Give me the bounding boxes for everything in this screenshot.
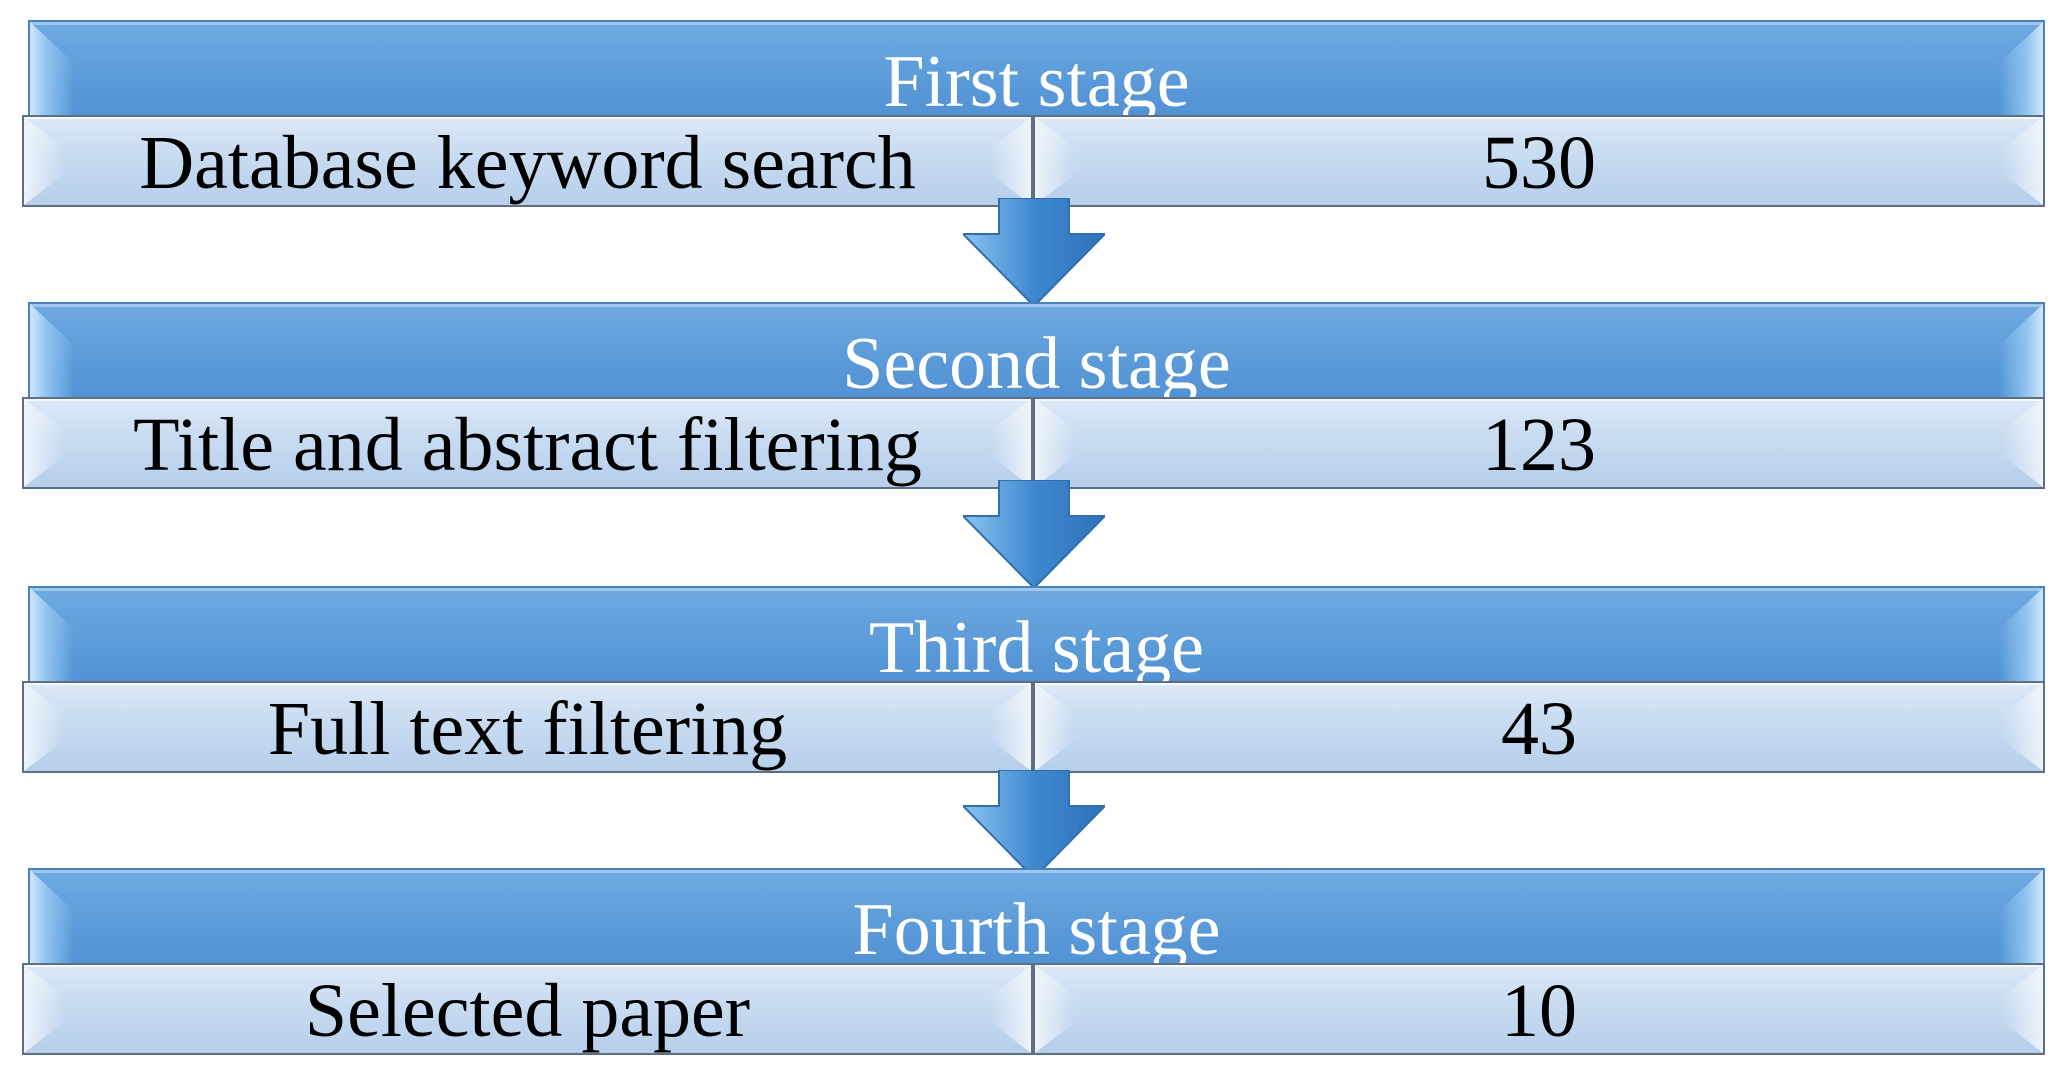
stage-3-header: Third stage <box>28 586 2045 698</box>
stage-2: Second stage Title and abstract filterin… <box>22 302 2045 510</box>
stage-3-row: Full text filtering 43 <box>22 681 2045 773</box>
stage-1-header: First stage <box>28 20 2045 132</box>
stage-1: First stage Database keyword search 530 <box>22 20 2045 228</box>
down-arrow-icon <box>963 480 1105 588</box>
stage-1-count-cell: 530 <box>1033 115 2045 207</box>
stage-4-count: 10 <box>1501 968 1577 1053</box>
stage-1-label: Database keyword search <box>139 120 916 205</box>
stage-4-row: Selected paper 10 <box>22 963 2045 1055</box>
stage-4: Fourth stage Selected paper 10 <box>22 868 2045 1076</box>
stage-1-label-cell: Database keyword search <box>22 115 1033 207</box>
stage-2-label-cell: Title and abstract filtering <box>22 397 1033 489</box>
stage-2-count-cell: 123 <box>1033 397 2045 489</box>
stage-1-title: First stage <box>883 41 1190 123</box>
stage-2-label: Title and abstract filtering <box>133 402 922 487</box>
stage-2-row: Title and abstract filtering 123 <box>22 397 2045 489</box>
stage-2-count: 123 <box>1482 402 1596 487</box>
stage-1-row: Database keyword search 530 <box>22 115 2045 207</box>
stage-2-title: Second stage <box>842 323 1231 405</box>
stage-3: Third stage Full text filtering 43 <box>22 586 2045 794</box>
stage-3-title: Third stage <box>869 607 1204 689</box>
stage-3-count-cell: 43 <box>1033 681 2045 773</box>
down-arrow-icon <box>963 770 1105 878</box>
stage-4-header: Fourth stage <box>28 868 2045 980</box>
stage-4-label: Selected paper <box>304 968 751 1053</box>
stage-4-label-cell: Selected paper <box>22 963 1033 1055</box>
stage-3-count: 43 <box>1501 686 1577 771</box>
stage-3-label-cell: Full text filtering <box>22 681 1033 773</box>
stage-4-title: Fourth stage <box>852 889 1221 971</box>
stage-1-count: 530 <box>1482 120 1596 205</box>
stage-3-label: Full text filtering <box>267 686 788 771</box>
stage-4-count-cell: 10 <box>1033 963 2045 1055</box>
down-arrow-icon <box>963 198 1105 306</box>
